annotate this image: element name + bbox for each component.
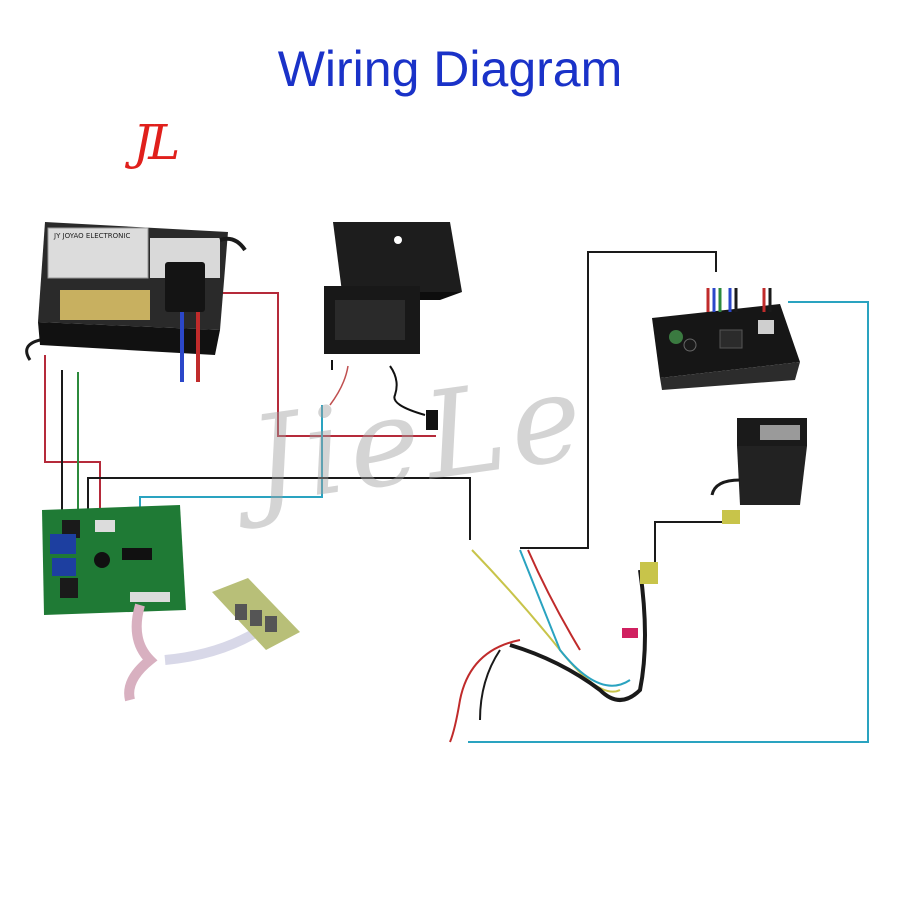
- wire-teal-harness-to-reader: [468, 301, 869, 743]
- wire-red-psu-to-board: [44, 355, 101, 510]
- acceptor-connector: [722, 510, 740, 524]
- bill-acceptor-unit: [710, 418, 807, 524]
- wire-black-board-to-harness: [87, 477, 471, 540]
- connection-wires: [44, 251, 869, 743]
- wire-harness: [449, 549, 658, 743]
- wire-black-acceptor: [654, 521, 738, 568]
- diagram-title: Wiring Diagram: [277, 41, 623, 97]
- control-board-unit: [42, 505, 186, 615]
- power-supply-unit: JY JOYAO ELECTRONIC: [25, 222, 247, 382]
- wire-black-harness-to-reader: [520, 251, 717, 549]
- wire-teal-speaker-to-board: [139, 405, 323, 510]
- card-reader-unit: [652, 288, 800, 390]
- power-supply-label: JY JOYAO ELECTRONIC: [53, 232, 130, 240]
- speaker-unit: [324, 222, 462, 430]
- wire-red-psu-to-plug: [204, 292, 436, 437]
- display-module: [124, 578, 300, 702]
- jl-logo: JL: [133, 115, 180, 171]
- power-plug: [426, 410, 438, 430]
